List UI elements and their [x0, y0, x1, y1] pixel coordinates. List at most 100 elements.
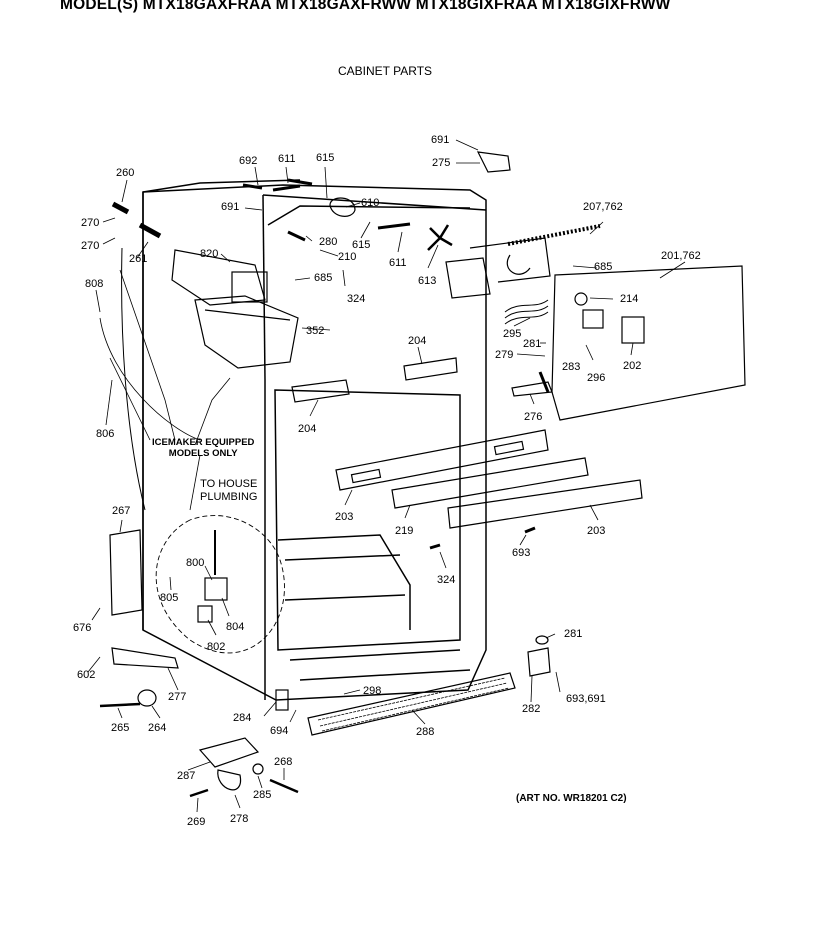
part-label: 610	[361, 197, 379, 209]
part-label: 804	[226, 621, 244, 633]
part-label: 201,762	[661, 250, 701, 262]
part-label: 693	[512, 547, 530, 559]
cabinet-body	[142, 179, 487, 701]
thermostat-block	[621, 316, 645, 344]
water-valve-800	[204, 577, 228, 601]
part-label: 275	[432, 157, 450, 169]
part-label: 802	[207, 641, 225, 653]
valve-part-802	[197, 605, 213, 623]
part-label: 202	[623, 360, 641, 372]
part-label: 295	[503, 328, 521, 340]
bracket-282	[527, 647, 551, 677]
icemaker-unit	[171, 249, 266, 306]
part-label: 691	[431, 134, 449, 146]
part-label: 268	[274, 756, 292, 768]
control-knob-214	[574, 292, 588, 306]
part-label: 214	[620, 293, 638, 305]
part-label: 800	[186, 557, 204, 569]
block-284	[275, 689, 289, 711]
part-label: 282	[522, 703, 540, 715]
part-label: 352	[306, 325, 324, 337]
art-number: (ART NO. WR18201 C2)	[516, 793, 627, 804]
plug-281-bottom	[535, 635, 549, 645]
part-label: 324	[347, 293, 365, 305]
damper-610	[329, 197, 356, 217]
part-label: 284	[233, 712, 251, 724]
model-list-title: MODEL(S) MTX18GAXFRAA MTX18GAXFRWW MTX18…	[60, 0, 671, 13]
part-label: 280	[319, 236, 337, 248]
part-label: 298	[363, 685, 381, 697]
part-label: 270	[81, 240, 99, 252]
icemaker-note: ICEMAKER EQUIPPED MODELS ONLY	[152, 437, 254, 459]
diagram-subtitle: CABINET PARTS	[338, 64, 433, 78]
washer-285	[252, 763, 264, 775]
part-label: 806	[96, 428, 114, 440]
screw-268	[269, 778, 299, 794]
icemaker-note-line2: MODELS ONLY	[168, 448, 238, 459]
bracket-204-left	[291, 379, 350, 403]
part-label: 676	[73, 622, 91, 634]
part-label: 685	[594, 261, 612, 273]
part-label: 219	[395, 525, 413, 537]
control-panel	[551, 265, 746, 421]
side-panel-267	[109, 529, 143, 616]
rail-277	[111, 647, 179, 669]
plumbing-note-line2: PLUMBING	[200, 491, 258, 503]
part-label: 203	[335, 511, 353, 523]
leader-lines	[87, 139, 686, 813]
part-label: 267	[112, 505, 130, 517]
part-label: 265	[111, 722, 129, 734]
fan-blade-613	[427, 224, 453, 251]
leveler-plate-287	[198, 737, 260, 768]
ice-bucket	[194, 295, 299, 369]
part-label: 279	[495, 349, 513, 361]
part-label: 210	[338, 251, 356, 263]
part-label: 287	[177, 770, 195, 782]
part-label: 264	[148, 722, 166, 734]
part-label: 685	[314, 272, 332, 284]
part-label: 611	[389, 257, 407, 269]
part-number-labels: 691 275 692 611 615 610 691 260 270 270 …	[73, 134, 701, 828]
part-label: 278	[230, 813, 248, 825]
part-label: 204	[408, 335, 426, 347]
fan-motor	[445, 257, 491, 299]
icemaker-note-line1: ICEMAKER EQUIPPED	[152, 437, 255, 448]
mullion-203-top	[335, 429, 549, 491]
part-label: 281	[523, 338, 541, 350]
part-label: 805	[160, 592, 178, 604]
part-label: 285	[253, 789, 271, 801]
part-label: 270	[81, 217, 99, 229]
part-label: 288	[416, 726, 434, 738]
part-label: 283	[562, 361, 580, 373]
screw-265	[99, 702, 141, 708]
bracket-276	[511, 381, 553, 397]
plumbing-callout	[155, 515, 285, 654]
part-label: 207,762	[583, 201, 623, 213]
roller-278	[217, 769, 242, 791]
part-label: 281	[564, 628, 582, 640]
part-label: 269	[187, 816, 205, 828]
part-label: 611	[278, 153, 296, 165]
part-label: 615	[352, 239, 370, 251]
water-line-806	[121, 247, 146, 511]
icemaker-motor	[231, 271, 268, 303]
bracket-204-right	[403, 357, 458, 381]
part-label: 276	[524, 411, 542, 423]
mullion-219	[391, 457, 589, 509]
hinge-275	[476, 151, 511, 173]
part-label: 613	[418, 275, 436, 287]
hinge-pin-260	[111, 201, 162, 239]
part-label: 692	[239, 155, 257, 167]
part-label: 808	[85, 278, 103, 290]
screw-269	[189, 788, 209, 798]
part-label: 602	[77, 669, 95, 681]
part-label: 204	[298, 423, 316, 435]
part-label: 260	[116, 167, 134, 179]
part-label: 261	[129, 253, 147, 265]
mullion-203-bottom	[447, 479, 643, 529]
part-label: 203	[587, 525, 605, 537]
part-label: 277	[168, 691, 186, 703]
plumbing-note: TO HOUSE PLUMBING	[200, 478, 257, 504]
part-label: 324	[437, 574, 455, 586]
